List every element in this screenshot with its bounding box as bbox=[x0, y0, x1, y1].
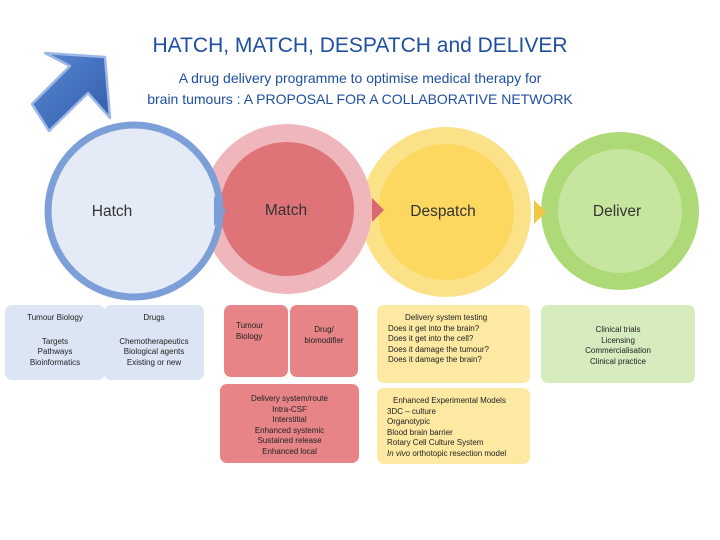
delivery-route-line: Interstitial bbox=[272, 415, 307, 424]
delivery-testing-line: Does it damage the brain? bbox=[388, 355, 482, 364]
stage-label-despatch: Despatch bbox=[410, 203, 476, 220]
tumour-biology-box: Tumour Biology Targets Pathways Bioinfor… bbox=[5, 305, 105, 380]
match-left-line: Biology bbox=[236, 331, 263, 341]
hatch-arrow-tip bbox=[214, 196, 226, 226]
drugs-item: Existing or new bbox=[126, 357, 182, 367]
experimental-models-title: Enhanced Experimental Models bbox=[393, 396, 506, 405]
deliver-stage-shape bbox=[541, 132, 699, 290]
delivery-route-line: Enhanced systemic bbox=[254, 425, 325, 435]
match-right-line: Drug/ bbox=[314, 325, 334, 334]
stage-label-deliver: Deliver bbox=[592, 203, 642, 220]
subtitle-line-2: brain tumours : A PROPOSAL FOR A COLLABO… bbox=[147, 91, 573, 107]
deliver-line: Clinical trials bbox=[595, 325, 641, 334]
deliver-line: Clinical practice bbox=[589, 356, 647, 366]
delivery-testing-title: Delivery system testing bbox=[405, 313, 488, 322]
tumour-biology-item: Pathways bbox=[37, 347, 73, 356]
experimental-models-line: Rotary Cell Culture System bbox=[387, 438, 484, 447]
delivery-testing-line: Does it get into the cell? bbox=[388, 334, 474, 343]
drugs-item: Chemotherapeutics bbox=[119, 336, 189, 346]
tumour-biology-item: Bioinformatics bbox=[29, 357, 81, 367]
experimental-models-last-line: In vivo orthotopic resection model bbox=[387, 449, 530, 460]
experimental-models-line: Blood brain barrier bbox=[387, 427, 453, 437]
delivery-route-line: Enhanced local bbox=[262, 446, 317, 456]
delivery-route-box: Delivery system/route Intra-CSF Intersti… bbox=[220, 384, 359, 463]
match-right-line: biomodifier bbox=[304, 335, 344, 345]
match-arrow-tip bbox=[372, 198, 384, 222]
tumour-biology-title: Tumour Biology bbox=[27, 313, 83, 322]
page-title: HATCH, MATCH, DESPATCH and DELIVER bbox=[152, 34, 568, 57]
tumour-biology-item: Targets bbox=[41, 336, 69, 346]
drugs-title: Drugs bbox=[143, 313, 165, 322]
in-vivo-rest-text: orthotopic resection model bbox=[410, 448, 507, 458]
delivery-route-line: Intra-CSF bbox=[272, 404, 307, 414]
deliver-line: Commercialisation bbox=[585, 346, 651, 355]
experimental-models-line: Organotypic bbox=[387, 417, 431, 426]
experimental-models-box: Enhanced Experimental Models 3DC – cultu… bbox=[377, 388, 530, 464]
delivery-testing-box: Delivery system testing Does it get into… bbox=[377, 305, 530, 383]
match-stage-shape bbox=[202, 124, 384, 294]
experimental-models-line: 3DC – culture bbox=[387, 406, 436, 416]
in-vivo-text: In vivo bbox=[387, 448, 411, 458]
match-tumour-biology-box: Tumour Biology bbox=[224, 305, 288, 377]
drugs-item: Biological agents bbox=[123, 347, 185, 356]
delivery-route-line: Delivery system/route bbox=[251, 394, 328, 403]
match-drug-biomodifier-box: Drug/ biomodifier bbox=[290, 305, 358, 377]
stage-label-match: Match bbox=[264, 202, 308, 219]
hatch-stage-shape bbox=[44, 121, 226, 301]
delivery-testing-line: Does it get into the brain? bbox=[388, 323, 480, 333]
despatch-arrow-tip bbox=[534, 200, 546, 224]
drugs-box: Drugs Chemotherapeutics Biological agent… bbox=[104, 305, 204, 380]
stage-label-hatch: Hatch bbox=[91, 203, 133, 220]
pointer-arrow-icon bbox=[30, 51, 112, 133]
match-left-line: Tumour bbox=[236, 321, 264, 330]
deliver-box: Clinical trials Licensing Commercialisat… bbox=[541, 305, 695, 383]
subtitle-line-1: A drug delivery programme to optimise me… bbox=[178, 70, 542, 86]
despatch-stage-shape bbox=[361, 127, 546, 297]
deliver-line: Licensing bbox=[601, 335, 635, 345]
delivery-testing-line: Does it damage the tumour? bbox=[388, 344, 489, 354]
delivery-route-line: Sustained release bbox=[257, 436, 322, 445]
